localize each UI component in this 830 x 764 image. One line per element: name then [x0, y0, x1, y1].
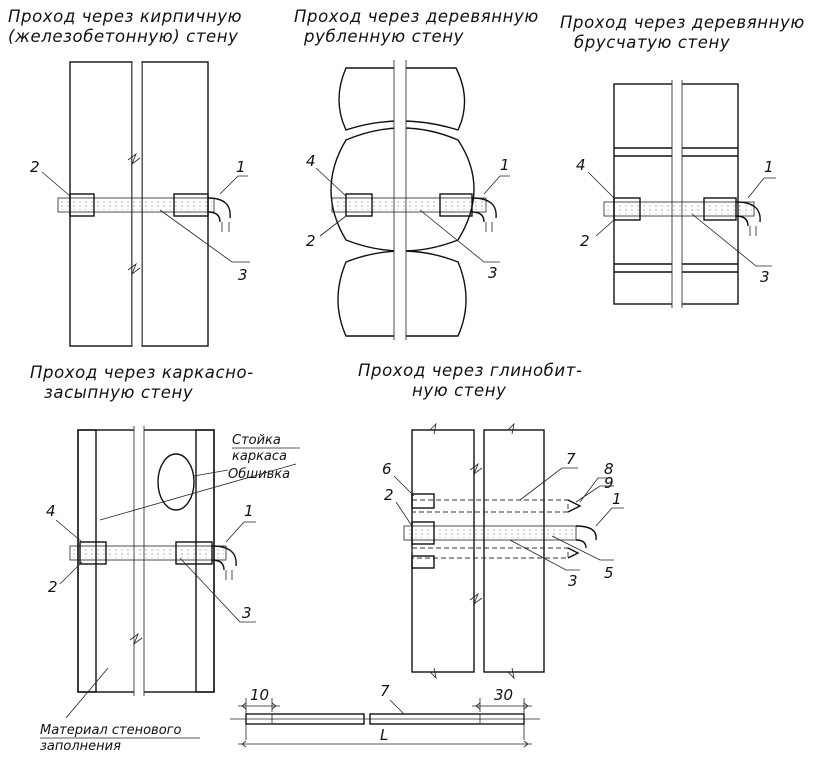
log-wall-caption-line2: рубленную стену: [303, 27, 464, 46]
frame-wall-callout-4: 4: [46, 502, 56, 520]
clay-wall-callout-2: 2: [384, 486, 394, 504]
clay-wall-section: Проход через глинобит- ную стену 6 2 7 8…: [358, 361, 624, 680]
beam-wall-caption-line1: Проход через деревянную: [560, 13, 805, 32]
frame-wall-right-cladding: [195, 429, 215, 693]
brick-wall-pipe-bend: [207, 197, 231, 223]
frame-wall-callout-1: 1: [244, 502, 254, 520]
brick-wall-pipe: [57, 197, 215, 213]
frame-wall-pipe: [69, 545, 227, 561]
brick-wall-callout-2: 2: [30, 158, 40, 176]
frame-wall-callout-3: 3: [242, 604, 252, 622]
clay-wall-caption-line1: Проход через глинобит-: [358, 361, 583, 380]
beam-wall-callout-3: 3: [760, 268, 770, 286]
fill-material-label-line2: заполнения: [40, 739, 121, 754]
log-wall-callout-4: 4: [306, 152, 316, 170]
clay-wall-callout-3: 3: [568, 572, 578, 590]
clay-wall-lower-rod: [411, 547, 569, 559]
log-middle: [330, 127, 475, 252]
log-wall-caption-line1: Проход через деревянную: [294, 7, 539, 26]
clay-wall-right-half: [483, 429, 545, 673]
clay-wall-left-half: [411, 429, 475, 673]
clay-wall-pipe: [403, 525, 577, 541]
fill-material-label-line1: Материал стенового: [40, 723, 181, 738]
log-wall-callout-3: 3: [488, 264, 498, 282]
log-wall-pipe: [331, 197, 487, 213]
beam-wall-caption-line2: брусчатую стену: [574, 33, 730, 52]
brick-wall-callout-1: 1: [236, 158, 246, 176]
frame-post-label-line1: Стойка: [232, 433, 281, 448]
rod-detail: 10 30 7 L: [230, 682, 540, 748]
brick-wall-sleeve-left: [69, 193, 95, 217]
log-wall-callout-2: 2: [306, 232, 316, 250]
frame-wall-post: [157, 453, 195, 511]
clay-wall-caption-line2: ную стену: [412, 381, 506, 400]
clay-wall-callout-8: 8: [604, 460, 614, 478]
rod-callout-7: 7: [380, 682, 390, 700]
clay-wall-callout-5: 5: [604, 564, 614, 582]
beam-wall-callout-2: 2: [580, 232, 590, 250]
frame-wall-caption-line1: Проход через каркасно-: [30, 363, 254, 382]
rod-dimension-left: 10: [250, 686, 269, 704]
frame-post-label-line2: каркаса: [232, 449, 287, 464]
brick-wall-caption-line1: Проход через кирпичную: [8, 7, 242, 26]
clay-wall-callout-6: 6: [382, 460, 392, 478]
brick-wall-section: Проход через кирпичную (железобетонную) …: [8, 7, 250, 347]
log-wall-callout-1: 1: [500, 156, 510, 174]
beam-wall-callout-4: 4: [576, 156, 586, 174]
brick-wall-caption-line2: (железобетонную) стену: [8, 27, 239, 46]
beam-wall-pipe: [603, 201, 755, 217]
rod-dimension-right: 30: [494, 686, 513, 704]
frame-wall-caption-line2: засыпную стену: [44, 383, 193, 402]
frame-wall-callout-2: 2: [48, 578, 58, 596]
frame-fill-wall-section: Проход через каркасно- засыпную стену Ст…: [30, 363, 300, 754]
rod-dimension-total: L: [380, 726, 388, 744]
brick-wall-callout-3: 3: [238, 266, 248, 284]
clay-wall-callout-9: 9: [604, 474, 614, 492]
clay-wall-callout-7: 7: [566, 450, 576, 468]
brick-wall-break-mark: [127, 152, 141, 166]
frame-wall-left-cladding: [77, 429, 97, 693]
beam-wall-section: Проход через деревянную брусчатую стену …: [560, 13, 805, 308]
beam-wall-callout-1: 1: [764, 158, 774, 176]
clay-wall-callout-1: 1: [612, 490, 622, 508]
brick-wall-sleeve-right: [173, 193, 209, 217]
frame-wall-fill-material: [77, 429, 215, 693]
log-wall-section: Проход через деревянную рубленную стену …: [294, 7, 539, 340]
